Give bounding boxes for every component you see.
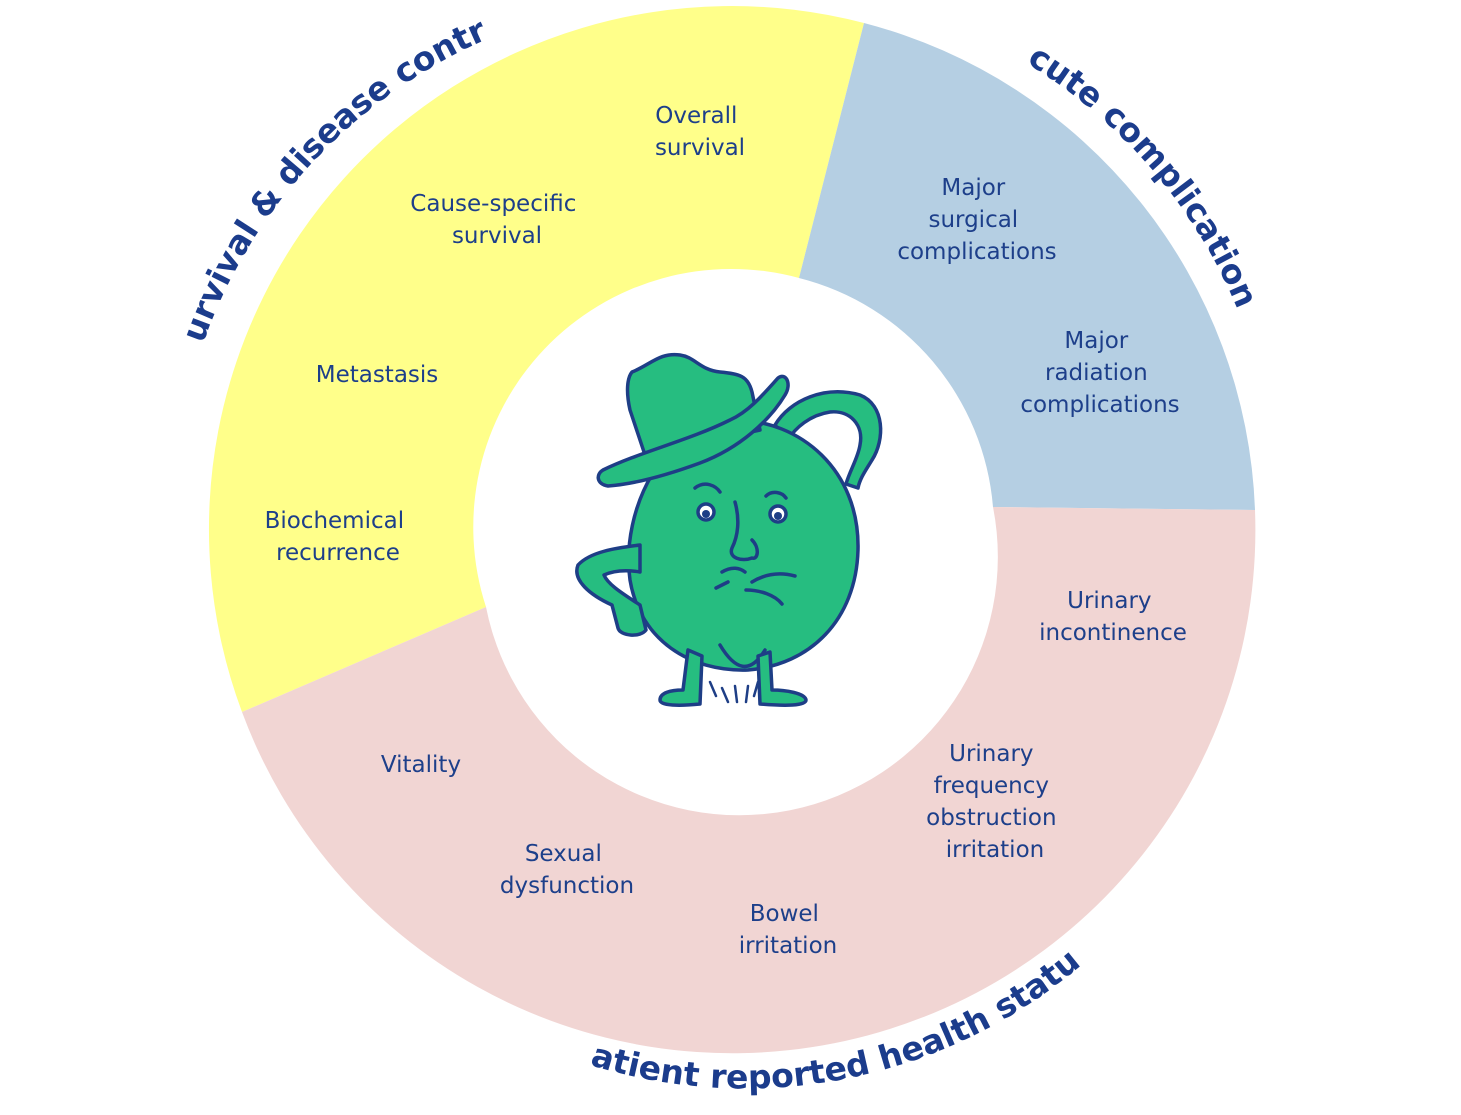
item-overall-survival: Overall survival bbox=[655, 103, 745, 161]
item-sexual-dysfunction: Sexual dysfunction bbox=[500, 841, 634, 899]
segment-acute-complications bbox=[799, 23, 1255, 510]
item-urinary-frequency-obstruction-irritation: Urinary frequency obstruction irritation bbox=[926, 741, 1064, 863]
item-cause-specific-survival: Cause-specific survival bbox=[410, 191, 583, 249]
item-major-surgical-complications: Major surgical complications bbox=[897, 175, 1056, 265]
segment-survival-disease-control bbox=[208, 6, 865, 712]
item-bowel-irritation: Bowel irritation bbox=[739, 901, 837, 959]
item-vitality: Vitality bbox=[381, 752, 461, 778]
item-biochemical-recurrence: Biochemical recurrence bbox=[265, 508, 412, 566]
item-major-radiation-complications: Major radiation complications bbox=[1020, 328, 1179, 418]
item-metastasis: Metastasis bbox=[316, 362, 439, 388]
item-urinary-incontinence: Urinary incontinence bbox=[1039, 588, 1187, 646]
prostate-mascot-icon bbox=[575, 352, 883, 707]
segment-patient-reported-health-status bbox=[242, 507, 1256, 1054]
